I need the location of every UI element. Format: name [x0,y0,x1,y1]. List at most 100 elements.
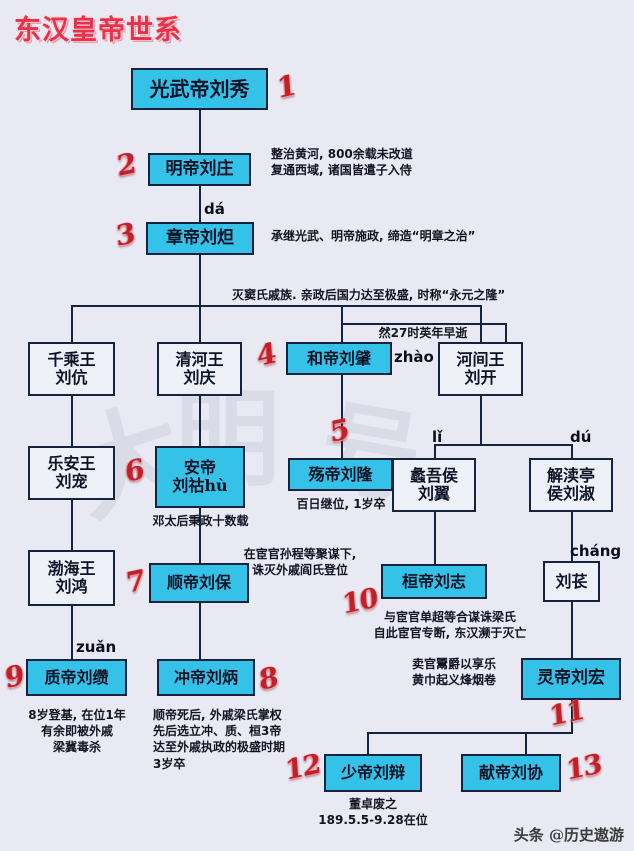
connector-guangwu-mingdi [199,110,201,153]
note-huandi: 与宦官单超等合谋诛梁氏 自此宦官专断, 东汉濒于灭亡 [373,610,527,641]
note-lingdi: 卖官鬻爵以享乐 黄巾起义烽烟卷 [411,657,496,688]
box-leanwang[interactable]: 乐安王 刘宠 [28,446,115,500]
note-frame-top [341,323,507,325]
box-mingdi[interactable]: 明帝刘庄 [148,153,251,186]
connector-jieduting-liuchang [571,512,573,561]
box-qianchengwang-line1: 千乘王 [47,350,96,370]
connector-drop-shaodi [367,732,369,754]
note-frame-right [505,323,507,342]
ordinal-4: 4 [256,335,277,374]
box-xiandi[interactable]: 献帝刘协 [461,754,561,792]
ordinal-7: 7 [125,562,146,601]
box-qinghewang-line1: 清河王 [175,350,224,370]
box-bohaiwang[interactable]: 渤海王 刘鸿 [28,550,115,606]
note-shaodi: 董卓废之 189.5.5-9.28在位 [318,797,428,828]
box-bohaiwang-line1: 渤海王 [47,559,96,579]
connector-hejianwang-down [480,396,482,444]
connector-zhangdi-siblings-bus [71,305,480,307]
box-qianchengwang[interactable]: 千乘王 刘伉 [28,342,115,396]
note-zhidi: 8岁登基, 在位1年 有余即被外戚 梁冀毒杀 [28,708,126,755]
credit-watermark: 头条 @历史遨游 [513,826,624,844]
note-shundi: 在宦官孙程等聚谋下, 诛灭外戚阎氏登位 [243,547,357,578]
box-chongdi-label: 冲帝刘炳 [173,667,238,687]
box-mingdi-label: 明帝刘庄 [165,158,234,179]
box-guangwu-label: 光武帝刘秀 [149,76,250,101]
ordinal-2: 2 [116,145,137,184]
connector-drop-jieduting [571,444,573,458]
page-title: 东汉皇帝世系 [14,15,182,46]
box-andi-line2: 刘祜hù [172,476,228,495]
ordinal-6: 6 [124,451,145,490]
box-shangdi-label: 殇帝刘隆 [308,464,373,484]
box-shundi-label: 顺帝刘保 [166,573,231,593]
pinyin-da: dá [204,200,225,218]
box-huandi-label: 桓帝刘志 [401,571,466,591]
box-zhidi[interactable]: 质帝刘缵 [26,659,127,696]
connector-drop-qinghewang [199,305,201,342]
box-zhangdi[interactable]: 章帝刘炟 [146,222,254,255]
note-hedi-box: 然27时英年早逝 [378,326,468,340]
connector-andi-shundi [199,508,201,563]
connector-lihou-huandi [434,512,436,564]
note-shangdi: 百日继位, 1岁卒 [296,497,386,511]
box-leanwang-line2: 刘宠 [55,472,88,491]
box-leanwang-line1: 乐安王 [47,454,96,474]
connector-drop-qianchengwang [71,305,73,342]
note-andi: 邓太后秉政十数载 [152,514,249,528]
box-andi-line1: 安帝 [183,458,216,478]
box-zhangdi-label: 章帝刘炟 [166,227,234,248]
note-frame-left [341,323,343,342]
box-hedi-label: 和帝刘肈 [306,348,371,368]
box-qinghewang-line2: 刘庆 [183,368,216,387]
box-hedi[interactable]: 和帝刘肈 [286,342,392,375]
box-qianchengwang-line2: 刘伉 [55,368,88,387]
ordinal-1: 1 [276,67,297,106]
connector-bohaiwang-zhidi [71,606,73,659]
connector-zhangdi-down [199,255,201,305]
note-hedi-top: 灭窦氏戚族. 亲政后国力达至极盛, 时称“永元之隆” [232,288,506,302]
connector-leanwang-bohaiwang [71,500,73,550]
connector-drop-lihou [434,444,436,458]
box-chongdi[interactable]: 冲帝刘炳 [157,659,255,696]
box-hejianwang[interactable]: 河间王 刘开 [438,342,523,396]
box-liuchang[interactable]: 刘苌 [543,561,600,602]
box-xiandi-label: 献帝刘协 [478,763,543,783]
box-zhidi-label: 质帝刘缵 [44,667,109,687]
box-andi[interactable]: 安帝 刘祜hù [155,446,245,508]
box-huandi[interactable]: 桓帝刘志 [381,564,487,599]
pinyin-du: dú [570,428,592,446]
connector-mingdi-zhangdi [199,186,201,222]
box-guangwu[interactable]: 光武帝刘秀 [131,68,268,110]
box-lihou-line2: 刘翼 [417,484,450,503]
connector-hejianwang-sons-bus [434,444,572,446]
box-lingdi[interactable]: 灵帝刘宏 [521,658,621,700]
box-shangdi[interactable]: 殇帝刘隆 [288,458,393,491]
connector-drop-xiandi [525,732,527,754]
box-hejianwang-line1: 河间王 [456,350,505,370]
connector-liuchang-lingdi [571,602,573,658]
box-shaodi-label: 少帝刘辩 [340,763,405,783]
box-shundi[interactable]: 顺帝刘保 [149,563,249,603]
box-lihou[interactable]: 蠡吾侯 刘翼 [392,458,476,512]
ordinal-11: 11 [548,694,586,733]
ordinal-5: 5 [329,411,350,450]
box-jieduting[interactable]: 解渎亭 侯刘淑 [529,458,613,512]
ordinal-12: 12 [284,748,322,787]
box-qinghewang[interactable]: 清河王 刘庆 [157,342,242,396]
box-liuchang-label: 刘苌 [555,571,588,591]
note-zhangdi: 承继光武、明帝施政, 缔造“明章之治” [271,229,476,243]
connector-lingdi-down [571,700,573,732]
ordinal-3: 3 [115,215,136,254]
connector-qianchengwang-leanwang [71,396,73,446]
box-lingdi-label: 灵帝刘宏 [537,668,605,689]
box-shaodi[interactable]: 少帝刘辩 [324,754,422,792]
note-mingdi: 整治黄河, 800余载未改道 复通西域, 诸国皆遣子入侍 [271,147,413,178]
connector-shundi-chongdi [199,603,201,659]
box-bohaiwang-line2: 刘鸿 [55,577,88,596]
box-jieduting-line1: 解渎亭 [546,466,595,486]
box-lihou-line1: 蠡吾侯 [409,466,458,486]
pinyin-li: lǐ [432,428,443,446]
pinyin-zuan: zuǎn [76,638,117,656]
connector-hedi-shangdi [341,375,343,458]
